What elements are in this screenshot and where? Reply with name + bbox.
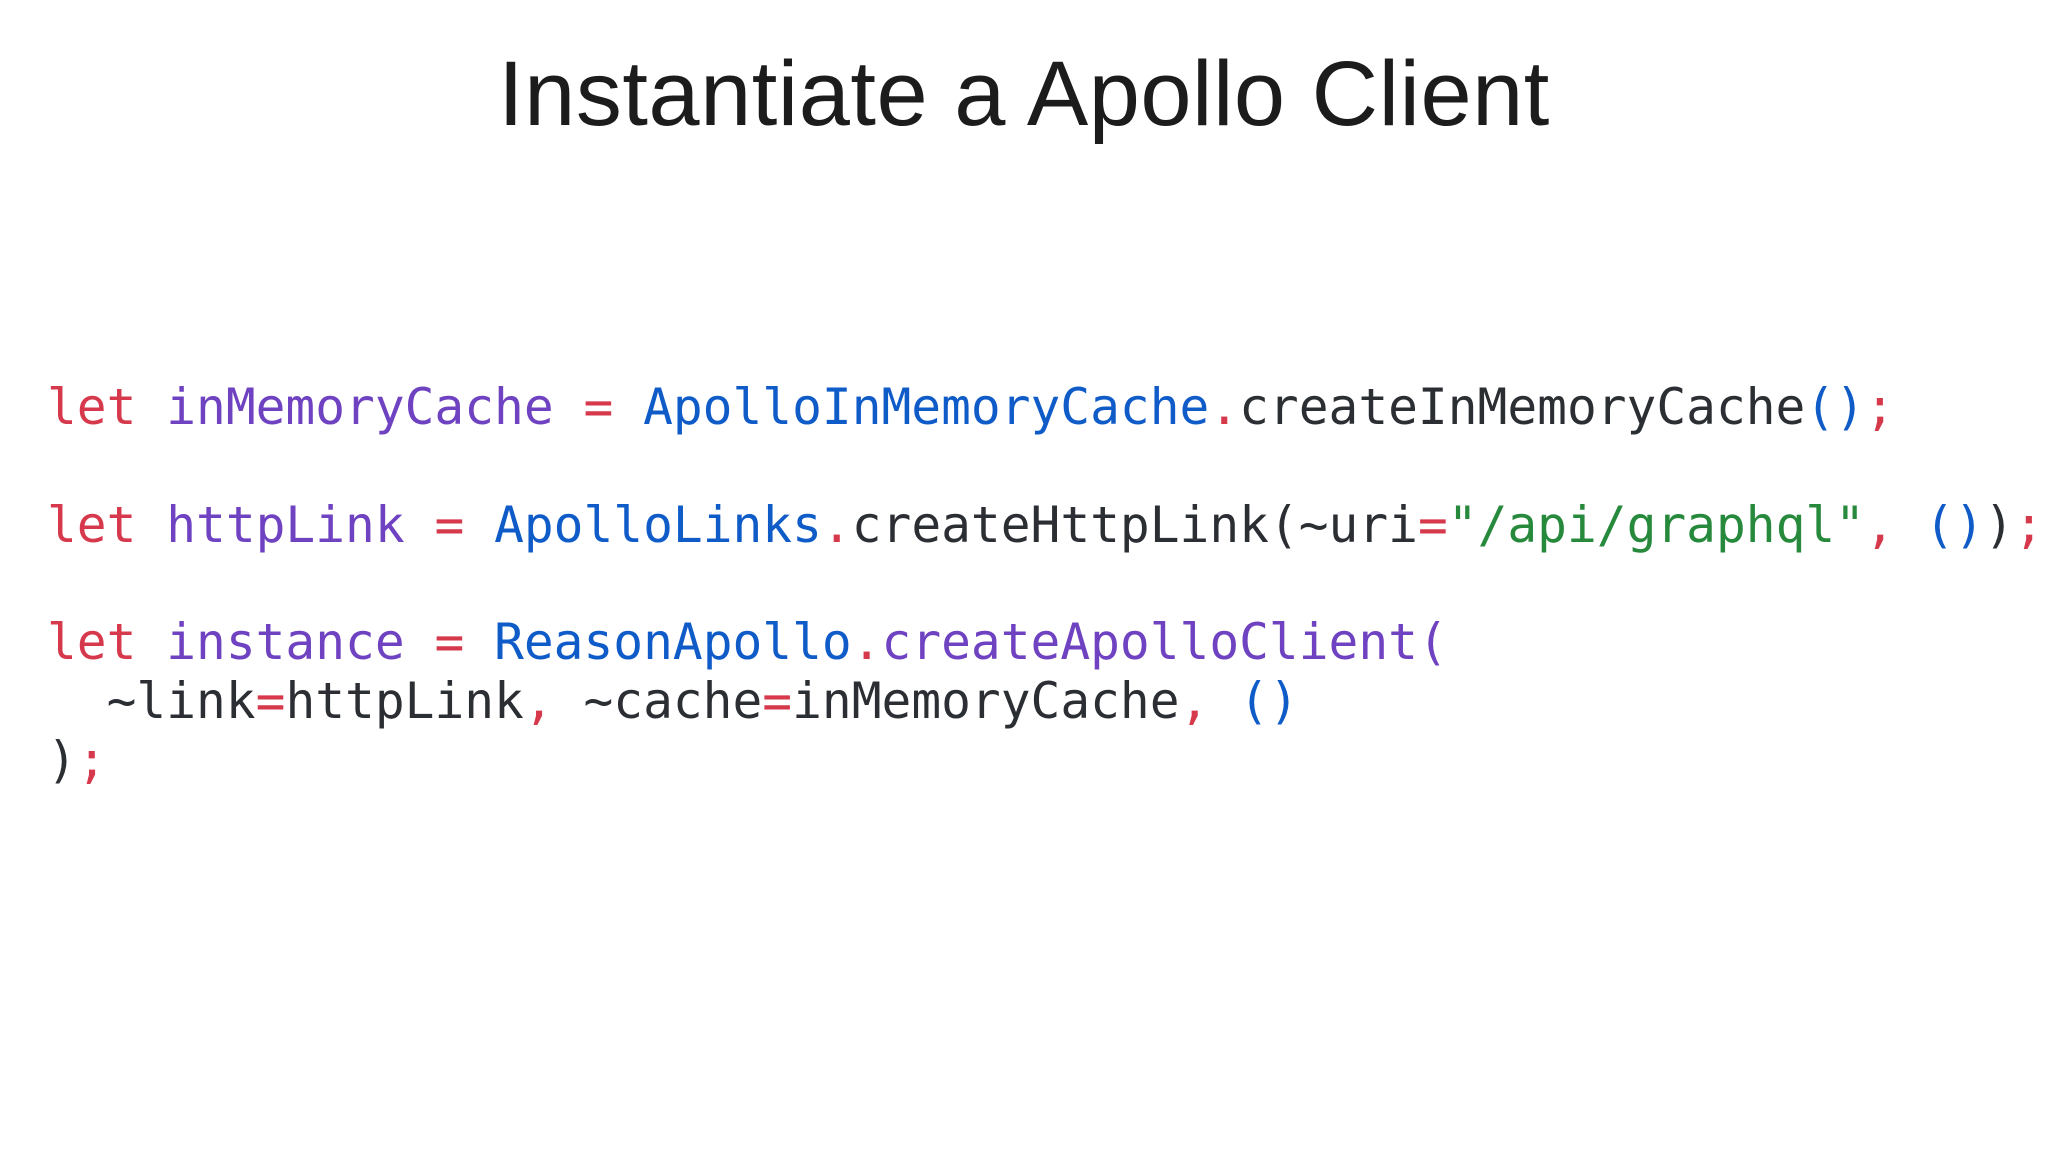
code-token: inMemoryCache bbox=[792, 671, 1180, 730]
code-token: ~link bbox=[47, 671, 256, 730]
code-token: let bbox=[47, 495, 137, 554]
code-token: createInMemoryCache bbox=[1239, 378, 1806, 436]
code-token: = bbox=[1417, 495, 1448, 554]
code-token: = bbox=[434, 495, 465, 554]
code-token bbox=[136, 613, 166, 671]
code-token: instance bbox=[166, 613, 405, 672]
code-line: let inMemoryCache = ApolloInMemoryCache.… bbox=[47, 378, 2044, 437]
code-token bbox=[136, 496, 166, 554]
code-token: let bbox=[47, 378, 137, 436]
code-token: createApolloClient( bbox=[881, 613, 1448, 672]
code-token bbox=[405, 496, 435, 554]
code-token: httpLink bbox=[285, 671, 524, 730]
code-token bbox=[405, 613, 435, 671]
code-line: let instance = ReasonApollo.createApollo… bbox=[47, 613, 2044, 672]
code-token bbox=[464, 496, 494, 554]
code-token: ApolloInMemoryCache bbox=[643, 378, 1210, 436]
code-token bbox=[554, 378, 584, 436]
code-token: . bbox=[851, 613, 882, 672]
code-token: , bbox=[523, 671, 554, 730]
code-token: let bbox=[47, 613, 137, 672]
code-line: ); bbox=[47, 731, 2044, 790]
code-token: httpLink bbox=[166, 495, 405, 554]
code-line bbox=[47, 437, 2044, 496]
code-token: = bbox=[434, 613, 465, 672]
code-token: ; bbox=[2014, 495, 2044, 554]
code-token bbox=[613, 378, 643, 436]
code-token bbox=[136, 378, 166, 436]
code-block: let inMemoryCache = ApolloInMemoryCache.… bbox=[47, 378, 2044, 790]
code-token: ) bbox=[1984, 495, 2015, 554]
code-token bbox=[1895, 496, 1925, 554]
slide-title: Instantiate a Apollo Client bbox=[498, 43, 1550, 145]
code-token: "/api/graphql" bbox=[1447, 495, 1865, 554]
code-token: ; bbox=[1864, 378, 1895, 436]
code-token: createHttpLink(~uri bbox=[851, 495, 1418, 554]
code-line: ~link=httpLink, ~cache=inMemoryCache, () bbox=[47, 672, 2044, 731]
code-token: = bbox=[583, 378, 614, 436]
code-token: ) bbox=[47, 730, 77, 789]
code-token bbox=[1209, 672, 1239, 730]
code-token: ; bbox=[76, 730, 107, 789]
code-token: . bbox=[1209, 378, 1240, 436]
code-token: ~cache bbox=[553, 671, 763, 730]
code-token: = bbox=[762, 671, 793, 730]
code-token: ReasonApollo bbox=[494, 613, 852, 672]
code-token bbox=[464, 613, 494, 671]
code-token: , bbox=[1865, 495, 1895, 554]
code-token: ApolloLinks bbox=[494, 495, 822, 554]
code-token: inMemoryCache bbox=[166, 378, 554, 436]
code-token: () bbox=[1239, 671, 1299, 730]
code-line bbox=[47, 554, 2044, 613]
code-token: = bbox=[255, 671, 286, 730]
code-line: let httpLink = ApolloLinks.createHttpLin… bbox=[47, 496, 2044, 555]
code-token: () bbox=[1924, 495, 1985, 554]
code-token: () bbox=[1805, 378, 1865, 436]
code-token: , bbox=[1179, 671, 1210, 730]
code-token: . bbox=[821, 495, 852, 554]
